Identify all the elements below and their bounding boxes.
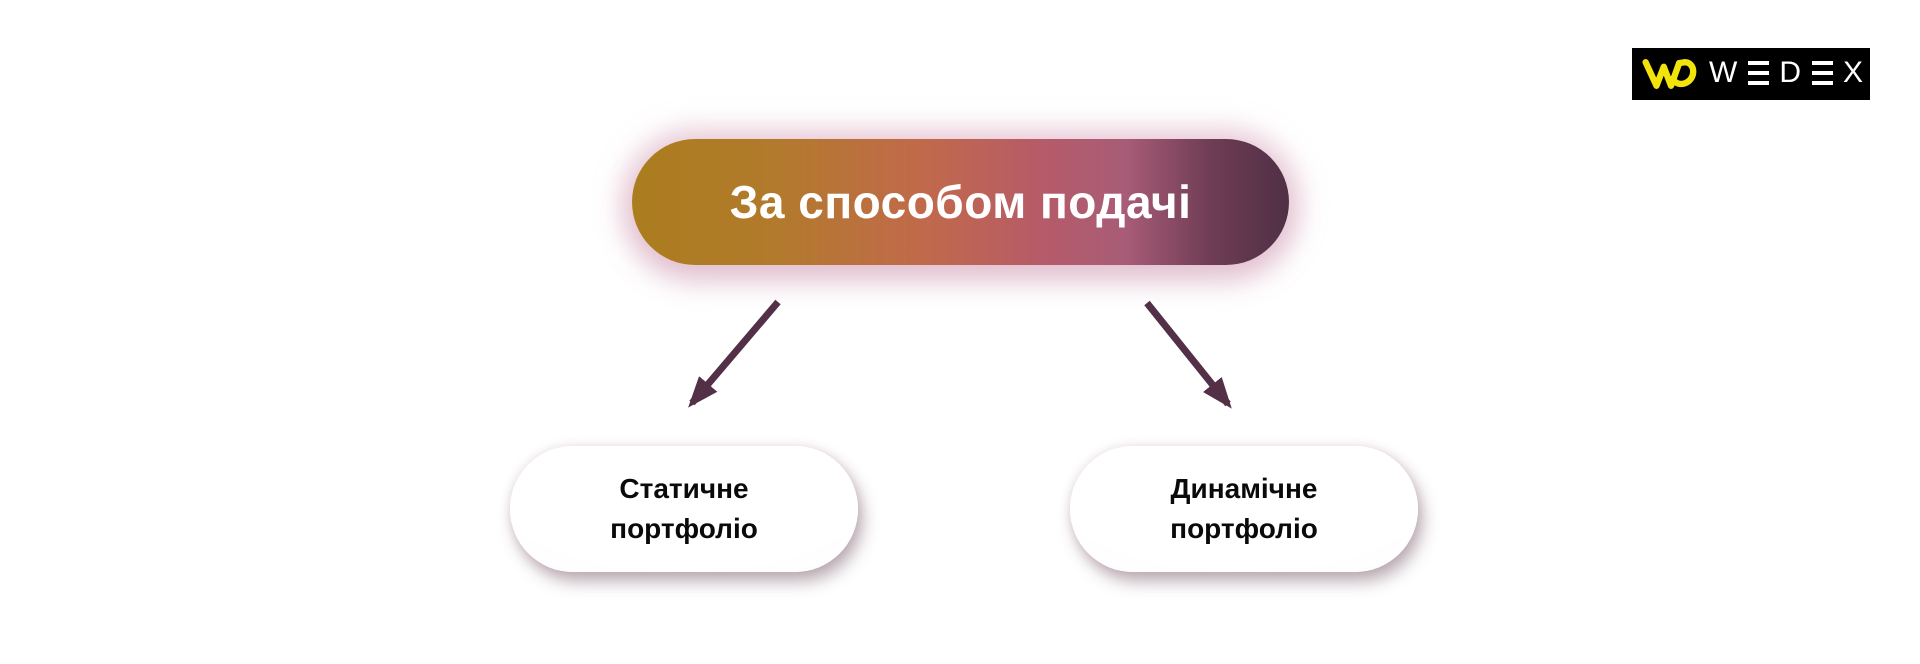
root-node-label: За способом подачі [729,176,1192,228]
child-node-label-line: портфоліо [610,513,758,544]
root-node: За способом подачі [632,139,1289,265]
child-node-label-line: Динамічне [1170,473,1318,504]
wordmark-letter-w: W [1709,56,1739,89]
wordmark-letter-x: X [1843,56,1865,89]
arrow-to-dynamic [1144,300,1232,409]
arrow-to-static [688,299,781,408]
wedex-wordmark: W D X [1709,58,1864,88]
wordmark-letter-e-bars-icon [1812,61,1833,85]
child-node-label-line: портфоліо [1170,513,1318,544]
wordmark-letter-d: D [1779,56,1802,89]
wedex-logo: W D X [1632,48,1870,100]
child-node-label-line: Статичне [619,473,749,504]
wedex-monogram-icon [1642,59,1697,89]
wordmark-letter-e-bars-icon [1748,61,1770,85]
child-node-static-portfolio: Статичне портфоліо [510,446,858,572]
connector-arrows [688,299,1232,409]
child-node-dynamic-portfolio: Динамічне портфоліо [1070,446,1418,572]
